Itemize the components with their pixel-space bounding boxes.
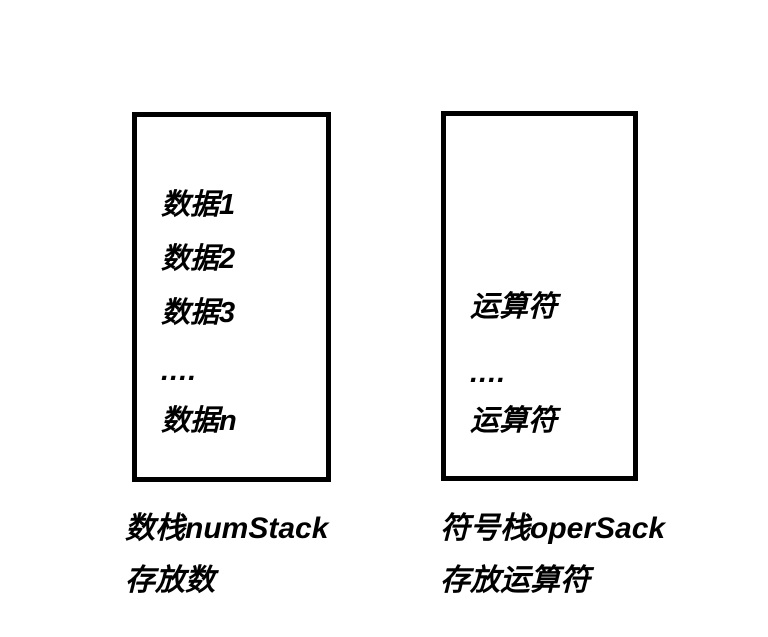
num-stack-ellipsis: ....	[161, 355, 198, 387]
num-stack-caption-line-1: 数栈numStack	[125, 512, 329, 545]
oper-stack-caption-line-1: 符号栈operSack	[440, 512, 666, 545]
oper-stack-item-1: 运算符	[470, 291, 558, 323]
oper-stack-item-n: 运算符	[470, 405, 558, 437]
num-stack-item-n: 数据n	[161, 405, 237, 437]
num-stack-item-3: 数据3	[161, 297, 236, 329]
num-stack-item-2: 数据2	[161, 243, 236, 275]
oper-stack-ellipsis: ....	[470, 357, 507, 389]
oper-stack-caption: 符号栈operSack 存放运算符	[440, 514, 665, 596]
num-stack-caption: 数栈numStack 存放数	[125, 514, 328, 596]
num-stack-column: 数据1 数据2 数据3 .... 数据n 数栈numStack 存放数	[125, 0, 331, 637]
num-stack-item-1: 数据1	[161, 189, 236, 221]
oper-stack-box: 运算符 .... 运算符	[441, 111, 638, 481]
num-stack-box: 数据1 数据2 数据3 .... 数据n	[132, 112, 331, 482]
oper-stack-caption-line-2: 存放运算符	[440, 564, 590, 597]
num-stack-caption-line-2: 存放数	[125, 564, 215, 597]
oper-stack-column: 运算符 .... 运算符 符号栈operSack 存放运算符	[440, 0, 665, 637]
